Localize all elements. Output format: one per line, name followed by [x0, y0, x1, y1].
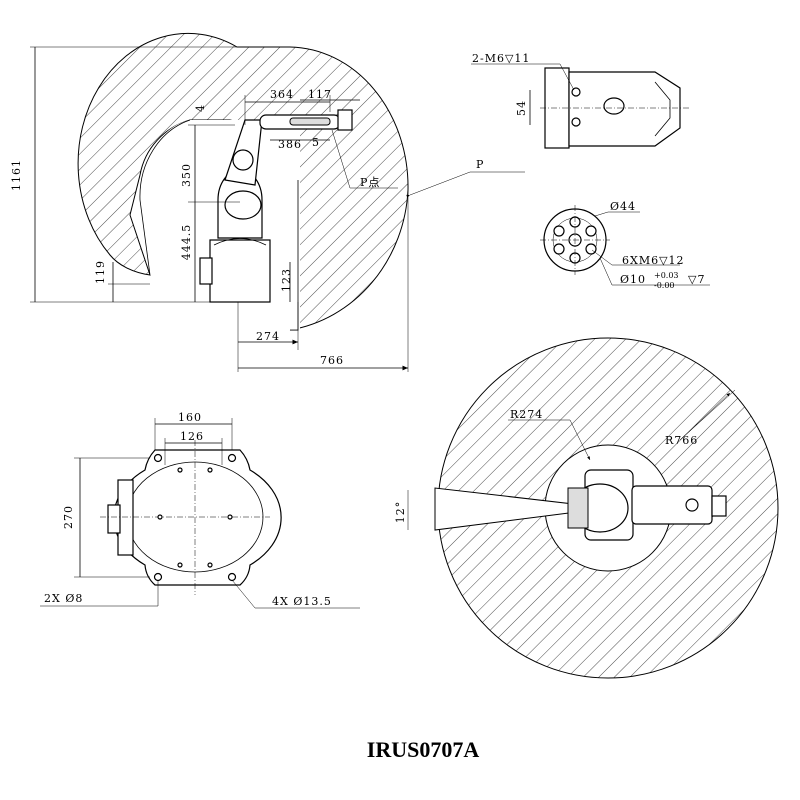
top-radius-inner: R274 — [510, 408, 543, 421]
top-view: 12° R274 R766 — [394, 337, 779, 679]
top-radius-outer: R766 — [665, 434, 698, 447]
flange-thread-label: 2-M6▽11 — [472, 52, 530, 65]
side-view: 1161 350 444.5 119 123 4 364 117 386 5 2… — [10, 32, 525, 372]
flange-tol-lower: -0.00 — [654, 281, 675, 290]
top-angle-12: 12° — [394, 501, 407, 524]
flange-dia-44: Ø44 — [610, 200, 636, 213]
dim-274: 274 — [256, 330, 280, 343]
base-dim-270: 270 — [62, 505, 75, 529]
robot-top-body — [567, 469, 727, 541]
flange-dim-54: 54 — [515, 100, 528, 116]
flange-front-view: Ø44 6XM6▽12 Ø10 +0.03 -0.00 ▽7 — [540, 200, 710, 290]
base-view: 160 126 270 2X Ø8 4X Ø13.5 — [40, 411, 360, 609]
dim-117: 117 — [308, 88, 332, 101]
dim-444: 444.5 — [180, 224, 193, 261]
dim-4: 4 — [194, 104, 207, 112]
dim-350: 350 — [180, 163, 193, 187]
flange-tol-upper: +0.03 — [654, 271, 679, 280]
model-title: IRUS0707A — [367, 737, 480, 762]
flange-thread-6x: 6XM6▽12 — [622, 254, 685, 267]
robot-side-body — [199, 109, 353, 303]
base-dim-160: 160 — [178, 411, 202, 424]
flange-pin-depth: ▽7 — [688, 273, 705, 286]
dim-119: 119 — [94, 260, 107, 284]
dim-1161: 1161 — [10, 159, 23, 191]
p-label: P — [476, 158, 484, 171]
base-dim-126: 126 — [180, 430, 204, 443]
base-holes-13: 4X Ø13.5 — [272, 595, 332, 608]
dim-123: 123 — [280, 268, 293, 292]
p-point-label: P点 — [360, 176, 380, 189]
flange-top-view: 54 2-M6▽11 — [471, 52, 690, 149]
dim-386: 386 — [278, 138, 302, 151]
dim-5: 5 — [312, 136, 320, 149]
flange-pin-label: Ø10 — [620, 273, 646, 286]
base-holes-8: 2X Ø8 — [44, 592, 83, 605]
dim-766: 766 — [320, 354, 344, 367]
dim-364: 364 — [270, 88, 294, 101]
